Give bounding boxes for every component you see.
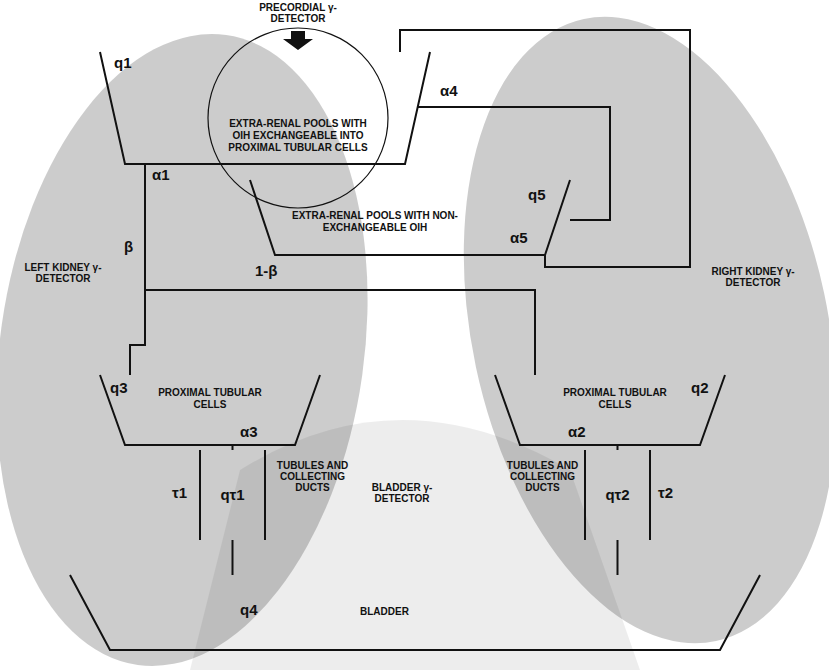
compartment-wall [199, 450, 201, 540]
rate-constant: τ1 [172, 484, 187, 501]
left-kidney-field [0, 10, 406, 670]
region-label: TUBULES AND COLLECTING DUCTS [275, 460, 350, 493]
tubule-compartment: qτ1 [200, 450, 265, 540]
flow-pipe [418, 107, 610, 220]
quantity-symbol: q5 [528, 186, 546, 203]
compartment-name: EXTRA-RENAL POOLS WITH OIH EXCHANGEABLE … [220, 118, 376, 154]
compartment-wall [100, 375, 320, 445]
compartment-tank: PROXIMAL TUBULAR CELLS q2 [495, 375, 725, 445]
compartment-wall [649, 450, 651, 540]
rate-constant: α4 [440, 82, 458, 99]
compartment-name: EXTRA-RENAL POOLS WITH NON-EXCHANGEABLE … [270, 210, 480, 234]
right-kidney-field [410, 0, 829, 670]
quantity-symbol: q2 [691, 379, 709, 396]
compartment-name: PROXIMAL TUBULAR CELLS [150, 387, 270, 411]
quantity-symbol: q4 [240, 601, 258, 618]
region-label: PRECORDIAL γ-DETECTOR [248, 2, 348, 24]
region-label: LEFT KIDNEY γ-DETECTOR [16, 262, 110, 284]
region-label: TUBULES AND COLLECTING DUCTS [505, 460, 580, 493]
compartment-name: PROXIMAL TUBULAR CELLS [555, 387, 675, 411]
rate-constant: α2 [568, 423, 586, 440]
compartment-wall [100, 52, 430, 164]
rate-constant: α1 [152, 166, 170, 183]
compartment-wall [584, 450, 586, 540]
rate-constant: τ2 [658, 484, 673, 501]
compartment-tank: q4 BLADDER [70, 575, 760, 650]
compartment-wall [250, 180, 570, 255]
quantity-symbol: q3 [110, 379, 128, 396]
rate-constant: α3 [240, 423, 258, 440]
compartment-tank: q3 PROXIMAL TUBULAR CELLS [100, 375, 320, 445]
region-label: BLADDER γ-DETECTOR [352, 482, 452, 504]
compartment-wall [264, 450, 266, 540]
flow-pipe [130, 164, 145, 375]
region-label: RIGHT KIDNEY γ-DETECTOR [703, 266, 803, 288]
flow-pipe [617, 540, 619, 575]
tubule-compartment: qτ2 [585, 450, 650, 540]
rate-constant: α5 [510, 229, 528, 246]
flow-pipe [400, 30, 690, 267]
compartment-wall [495, 375, 725, 445]
compartment-wall [70, 575, 760, 650]
compartment-outline [70, 575, 760, 650]
quantity-symbol: qτ2 [585, 486, 650, 503]
quantity-symbol: qτ1 [200, 486, 265, 503]
precordial-arrow [283, 31, 313, 50]
flow-pipe [145, 164, 535, 375]
compartment-name: BLADDER [360, 606, 409, 618]
rate-constant: β [124, 238, 133, 255]
rate-constant: 1-β [255, 262, 278, 279]
precordial-field [208, 28, 388, 208]
compartment-tank: q1EXTRA-RENAL POOLS WITH OIH EXCHANGEABL… [100, 52, 430, 164]
flow-pipe [232, 540, 234, 575]
quantity-symbol: q1 [114, 54, 132, 71]
